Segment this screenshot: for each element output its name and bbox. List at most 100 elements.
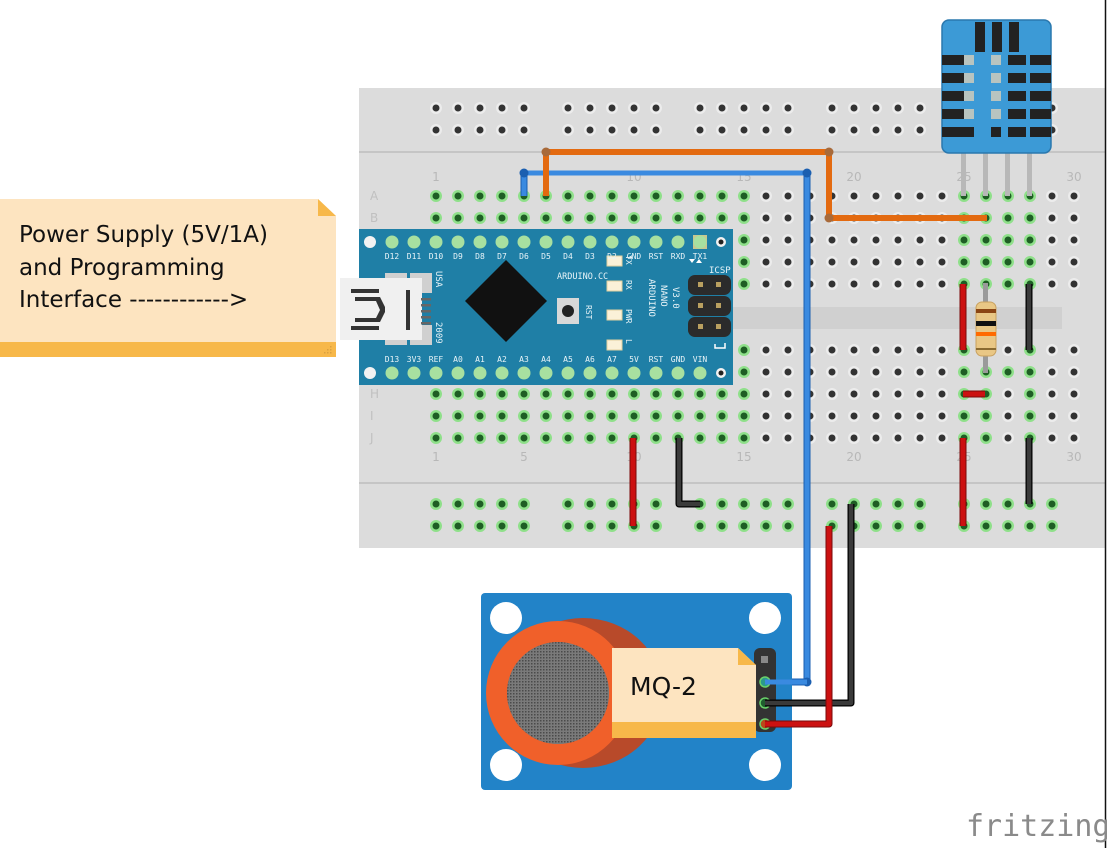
breadboard-hole[interactable] <box>430 388 442 400</box>
breadboard-hole[interactable] <box>1024 256 1036 268</box>
breadboard-hole[interactable] <box>826 410 838 422</box>
breadboard-hole[interactable] <box>826 278 838 290</box>
breadboard-hole[interactable] <box>1002 278 1014 290</box>
breadboard-hole[interactable] <box>518 212 530 224</box>
breadboard-hole[interactable] <box>1068 212 1080 224</box>
breadboard-hole[interactable] <box>606 498 618 510</box>
breadboard-hole[interactable] <box>540 432 552 444</box>
arduino-pin-vin[interactable] <box>693 366 707 380</box>
breadboard-hole[interactable] <box>738 102 750 114</box>
breadboard-hole[interactable] <box>650 102 662 114</box>
breadboard-hole[interactable] <box>430 498 442 510</box>
breadboard-hole[interactable] <box>760 366 772 378</box>
breadboard-hole[interactable] <box>518 388 530 400</box>
breadboard-hole[interactable] <box>870 102 882 114</box>
breadboard-hole[interactable] <box>1002 234 1014 246</box>
arduino-pin-ref[interactable] <box>429 366 443 380</box>
breadboard-hole[interactable] <box>672 410 684 422</box>
breadboard-hole[interactable] <box>540 212 552 224</box>
breadboard-hole[interactable] <box>628 190 640 202</box>
breadboard-hole[interactable] <box>606 410 618 422</box>
breadboard-hole[interactable] <box>474 520 486 532</box>
breadboard-hole[interactable] <box>1046 498 1058 510</box>
breadboard-hole[interactable] <box>584 212 596 224</box>
breadboard-hole[interactable] <box>892 256 904 268</box>
breadboard-hole[interactable] <box>452 498 464 510</box>
note-power-supply[interactable]: Power Supply (5V/1A) and Programming Int… <box>0 199 336 357</box>
breadboard-hole[interactable] <box>936 388 948 400</box>
breadboard-hole[interactable] <box>694 190 706 202</box>
breadboard-hole[interactable] <box>1046 234 1058 246</box>
breadboard-hole[interactable] <box>760 212 772 224</box>
breadboard-hole[interactable] <box>430 102 442 114</box>
arduino-pin-d12[interactable] <box>385 235 399 249</box>
breadboard-hole[interactable] <box>826 102 838 114</box>
breadboard-hole[interactable] <box>1046 212 1058 224</box>
arduino-pin-3v3[interactable] <box>407 366 421 380</box>
breadboard-hole[interactable] <box>1002 432 1014 444</box>
breadboard-hole[interactable] <box>914 278 926 290</box>
wire-black-mq2-gnd[interactable] <box>765 504 854 706</box>
breadboard-hole[interactable] <box>980 256 992 268</box>
breadboard-hole[interactable] <box>606 212 618 224</box>
breadboard-hole[interactable] <box>474 432 486 444</box>
breadboard-hole[interactable] <box>562 124 574 136</box>
arduino-pin-d6[interactable] <box>517 235 531 249</box>
breadboard-hole[interactable] <box>1046 344 1058 356</box>
breadboard-hole[interactable] <box>760 278 772 290</box>
breadboard-hole[interactable] <box>870 234 882 246</box>
breadboard-hole[interactable] <box>452 388 464 400</box>
breadboard-hole[interactable] <box>892 234 904 246</box>
breadboard-hole[interactable] <box>870 498 882 510</box>
arduino-pin-rst[interactable] <box>649 366 663 380</box>
note-resize-grip[interactable] <box>324 346 332 354</box>
breadboard-hole[interactable] <box>1046 366 1058 378</box>
icsp-header[interactable] <box>688 275 731 349</box>
arduino-pin-a5[interactable] <box>561 366 575 380</box>
breadboard-hole[interactable] <box>606 432 618 444</box>
breadboard-hole[interactable] <box>782 212 794 224</box>
breadboard-hole[interactable] <box>628 388 640 400</box>
breadboard-hole[interactable] <box>1046 190 1058 202</box>
breadboard-hole[interactable] <box>1068 388 1080 400</box>
breadboard-hole[interactable] <box>430 190 442 202</box>
breadboard-hole[interactable] <box>914 432 926 444</box>
breadboard-hole[interactable] <box>936 234 948 246</box>
breadboard-hole[interactable] <box>980 234 992 246</box>
breadboard-hole[interactable] <box>1046 256 1058 268</box>
breadboard-hole[interactable] <box>628 124 640 136</box>
breadboard-hole[interactable] <box>584 190 596 202</box>
breadboard-hole[interactable] <box>848 102 860 114</box>
breadboard-hole[interactable] <box>606 190 618 202</box>
breadboard-hole[interactable] <box>584 498 596 510</box>
breadboard-hole[interactable] <box>826 432 838 444</box>
breadboard-hole[interactable] <box>1024 366 1036 378</box>
breadboard-hole[interactable] <box>672 388 684 400</box>
breadboard-hole[interactable] <box>870 344 882 356</box>
breadboard-hole[interactable] <box>936 366 948 378</box>
breadboard-hole[interactable] <box>628 410 640 422</box>
arduino-pin-d9[interactable] <box>451 235 465 249</box>
breadboard-hole[interactable] <box>892 344 904 356</box>
breadboard-hole[interactable] <box>760 410 772 422</box>
breadboard-hole[interactable] <box>1024 520 1036 532</box>
breadboard-hole[interactable] <box>1002 410 1014 422</box>
breadboard-hole[interactable] <box>760 520 772 532</box>
arduino-pin-d8[interactable] <box>473 235 487 249</box>
breadboard-hole[interactable] <box>1068 410 1080 422</box>
breadboard-hole[interactable] <box>914 234 926 246</box>
breadboard-hole[interactable] <box>892 388 904 400</box>
wire-red-mq2-vcc[interactable] <box>765 526 832 727</box>
breadboard-hole[interactable] <box>914 190 926 202</box>
breadboard-hole[interactable] <box>848 256 860 268</box>
breadboard-hole[interactable] <box>1024 234 1036 246</box>
breadboard-hole[interactable] <box>452 124 464 136</box>
breadboard-hole[interactable] <box>562 498 574 510</box>
breadboard-hole[interactable] <box>782 498 794 510</box>
breadboard-hole[interactable] <box>606 102 618 114</box>
breadboard-hole[interactable] <box>826 344 838 356</box>
breadboard-hole[interactable] <box>760 124 772 136</box>
breadboard-hole[interactable] <box>518 498 530 510</box>
breadboard-hole[interactable] <box>892 520 904 532</box>
breadboard-hole[interactable] <box>848 190 860 202</box>
